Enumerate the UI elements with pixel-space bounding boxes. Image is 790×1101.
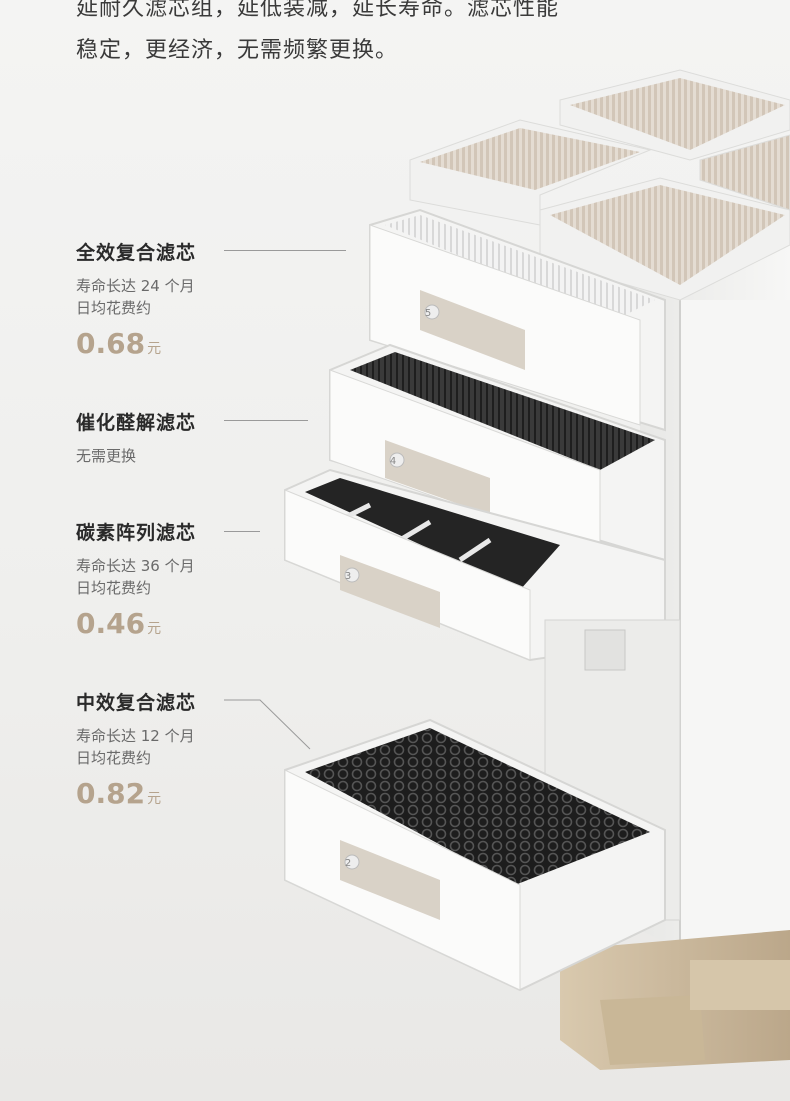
spec-lifespan: 寿命长达 36 个月	[76, 557, 195, 575]
leader-line-4	[224, 699, 311, 750]
leader-line-3	[224, 531, 260, 532]
top-filter-lids	[409, 69, 790, 301]
drawer-3-number: 3	[345, 571, 351, 582]
leader-line-1	[224, 250, 346, 251]
price-unit: 元	[147, 621, 162, 637]
spec-lifespan: 寿命长达 24 个月	[76, 277, 195, 295]
price-unit: 元	[147, 791, 162, 807]
price-value: 0.68	[76, 327, 146, 360]
price-value: 0.46	[76, 607, 146, 640]
drawer-3	[284, 468, 666, 662]
spec-catalytic-filter: 催化醛解滤芯 无需更换	[76, 408, 196, 467]
spec-daily-cost-label: 日均花费约	[76, 579, 152, 597]
spec-title: 碳素阵列滤芯	[76, 522, 197, 544]
drawer-4	[329, 343, 666, 562]
price-unit: 元	[147, 341, 162, 357]
spec-daily-cost-label: 日均花费约	[76, 299, 152, 317]
spec-daily-cost-label: 日均花费约	[76, 749, 152, 767]
spec-title: 中效复合滤芯	[76, 692, 197, 714]
drawer-5	[369, 208, 666, 432]
tower-side	[680, 300, 790, 950]
intro-line-1: 延耐久滤芯组，延低装减，延长寿命。滤芯性能	[76, 0, 560, 21]
drawer-4-number: 4	[390, 456, 396, 467]
intro-text: 延耐久滤芯组，延低装减，延长寿命。滤芯性能 稳定，更经济，无需频繁更换。	[76, 0, 636, 72]
spec-note: 无需更换	[76, 447, 137, 465]
drawer-2	[284, 718, 666, 992]
intro-line-2: 稳定，更经济，无需频繁更换。	[76, 38, 399, 63]
price-value: 0.82	[76, 777, 146, 810]
drawer-2-number: 2	[345, 858, 351, 869]
spec-title: 全效复合滤芯	[76, 242, 197, 264]
drawer-5-number: 5	[425, 308, 431, 319]
leader-line-2	[224, 420, 308, 421]
spec-lifespan: 寿命长达 12 个月	[76, 727, 195, 745]
spec-title: 催化醛解滤芯	[76, 412, 197, 434]
